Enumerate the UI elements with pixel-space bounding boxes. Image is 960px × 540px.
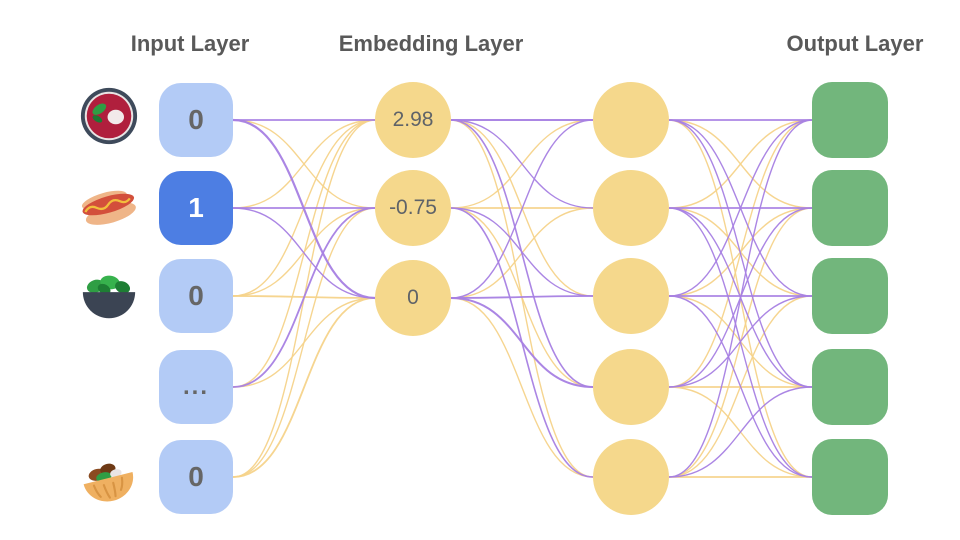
embedding-value: -0.75 bbox=[389, 196, 437, 219]
input-layer-title: Input Layer bbox=[130, 31, 250, 56]
input-node-hotdog: 1 bbox=[159, 171, 233, 245]
input-node-value: ... bbox=[182, 373, 209, 400]
embedding-node-2: -0.75 bbox=[375, 170, 451, 246]
borscht-bowl-icon bbox=[78, 85, 140, 147]
input-node-salad: 0 bbox=[159, 259, 233, 333]
hidden-node-2 bbox=[593, 170, 669, 246]
embedding-value: 0 bbox=[407, 286, 419, 309]
hot-dog-icon bbox=[78, 176, 140, 238]
output-node-1 bbox=[812, 82, 888, 158]
input-node-value: 1 bbox=[188, 192, 204, 223]
output-node-2 bbox=[812, 170, 888, 246]
embedding-value: 2.98 bbox=[392, 108, 434, 131]
output-node-5 bbox=[812, 439, 888, 515]
hidden-node-1 bbox=[593, 82, 669, 158]
hidden-node-5 bbox=[593, 439, 669, 515]
input-node-pita: 0 bbox=[159, 440, 233, 514]
output-node-3 bbox=[812, 258, 888, 334]
stuffed-pita-icon bbox=[78, 447, 140, 509]
input-node-value: 0 bbox=[188, 104, 204, 135]
embedding-layer-title: Embedding Layer bbox=[338, 31, 524, 56]
hidden-node-4 bbox=[593, 349, 669, 425]
embedding-node-3: 0 bbox=[375, 260, 451, 336]
output-layer-title: Output Layer bbox=[786, 31, 924, 56]
embedding-node-1: 2.98 bbox=[375, 82, 451, 158]
output-node-4 bbox=[812, 349, 888, 425]
input-node-ellipsis: ... bbox=[159, 350, 233, 424]
hidden-node-3 bbox=[593, 258, 669, 334]
input-node-value: 0 bbox=[188, 461, 204, 492]
salad-bowl-icon bbox=[78, 265, 140, 327]
input-node-value: 0 bbox=[188, 280, 204, 311]
input-node-borscht: 0 bbox=[159, 83, 233, 157]
